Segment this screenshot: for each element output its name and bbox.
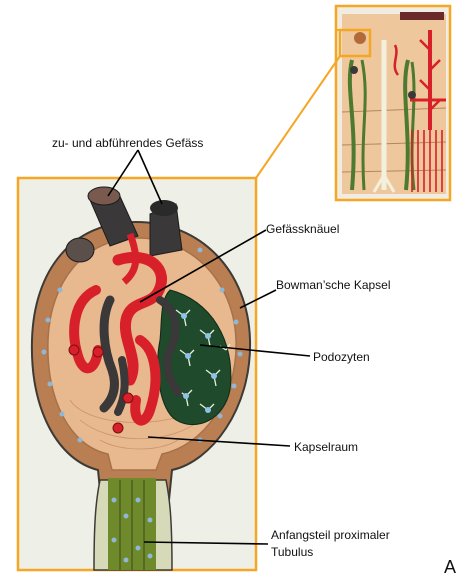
label-glomerulus: Gefässknäuel [266,222,339,236]
label-tubulus-line2: Tubulus [271,545,313,559]
label-podocytes: Podozyten [313,350,370,364]
inset-nephron-model [336,6,450,200]
proximal-tubulus [94,478,172,570]
label-vessels: zu- und abführendes Gefäss [52,136,203,150]
zoom-line-left [256,56,340,178]
label-capsule-space: Kapselraum [294,440,358,454]
label-bowman-capsule: Bowman’sche Kapsel [276,278,391,292]
corner-letter: A [444,558,456,576]
label-tubulus-line1: Anfangsteil proximaler [271,528,390,542]
